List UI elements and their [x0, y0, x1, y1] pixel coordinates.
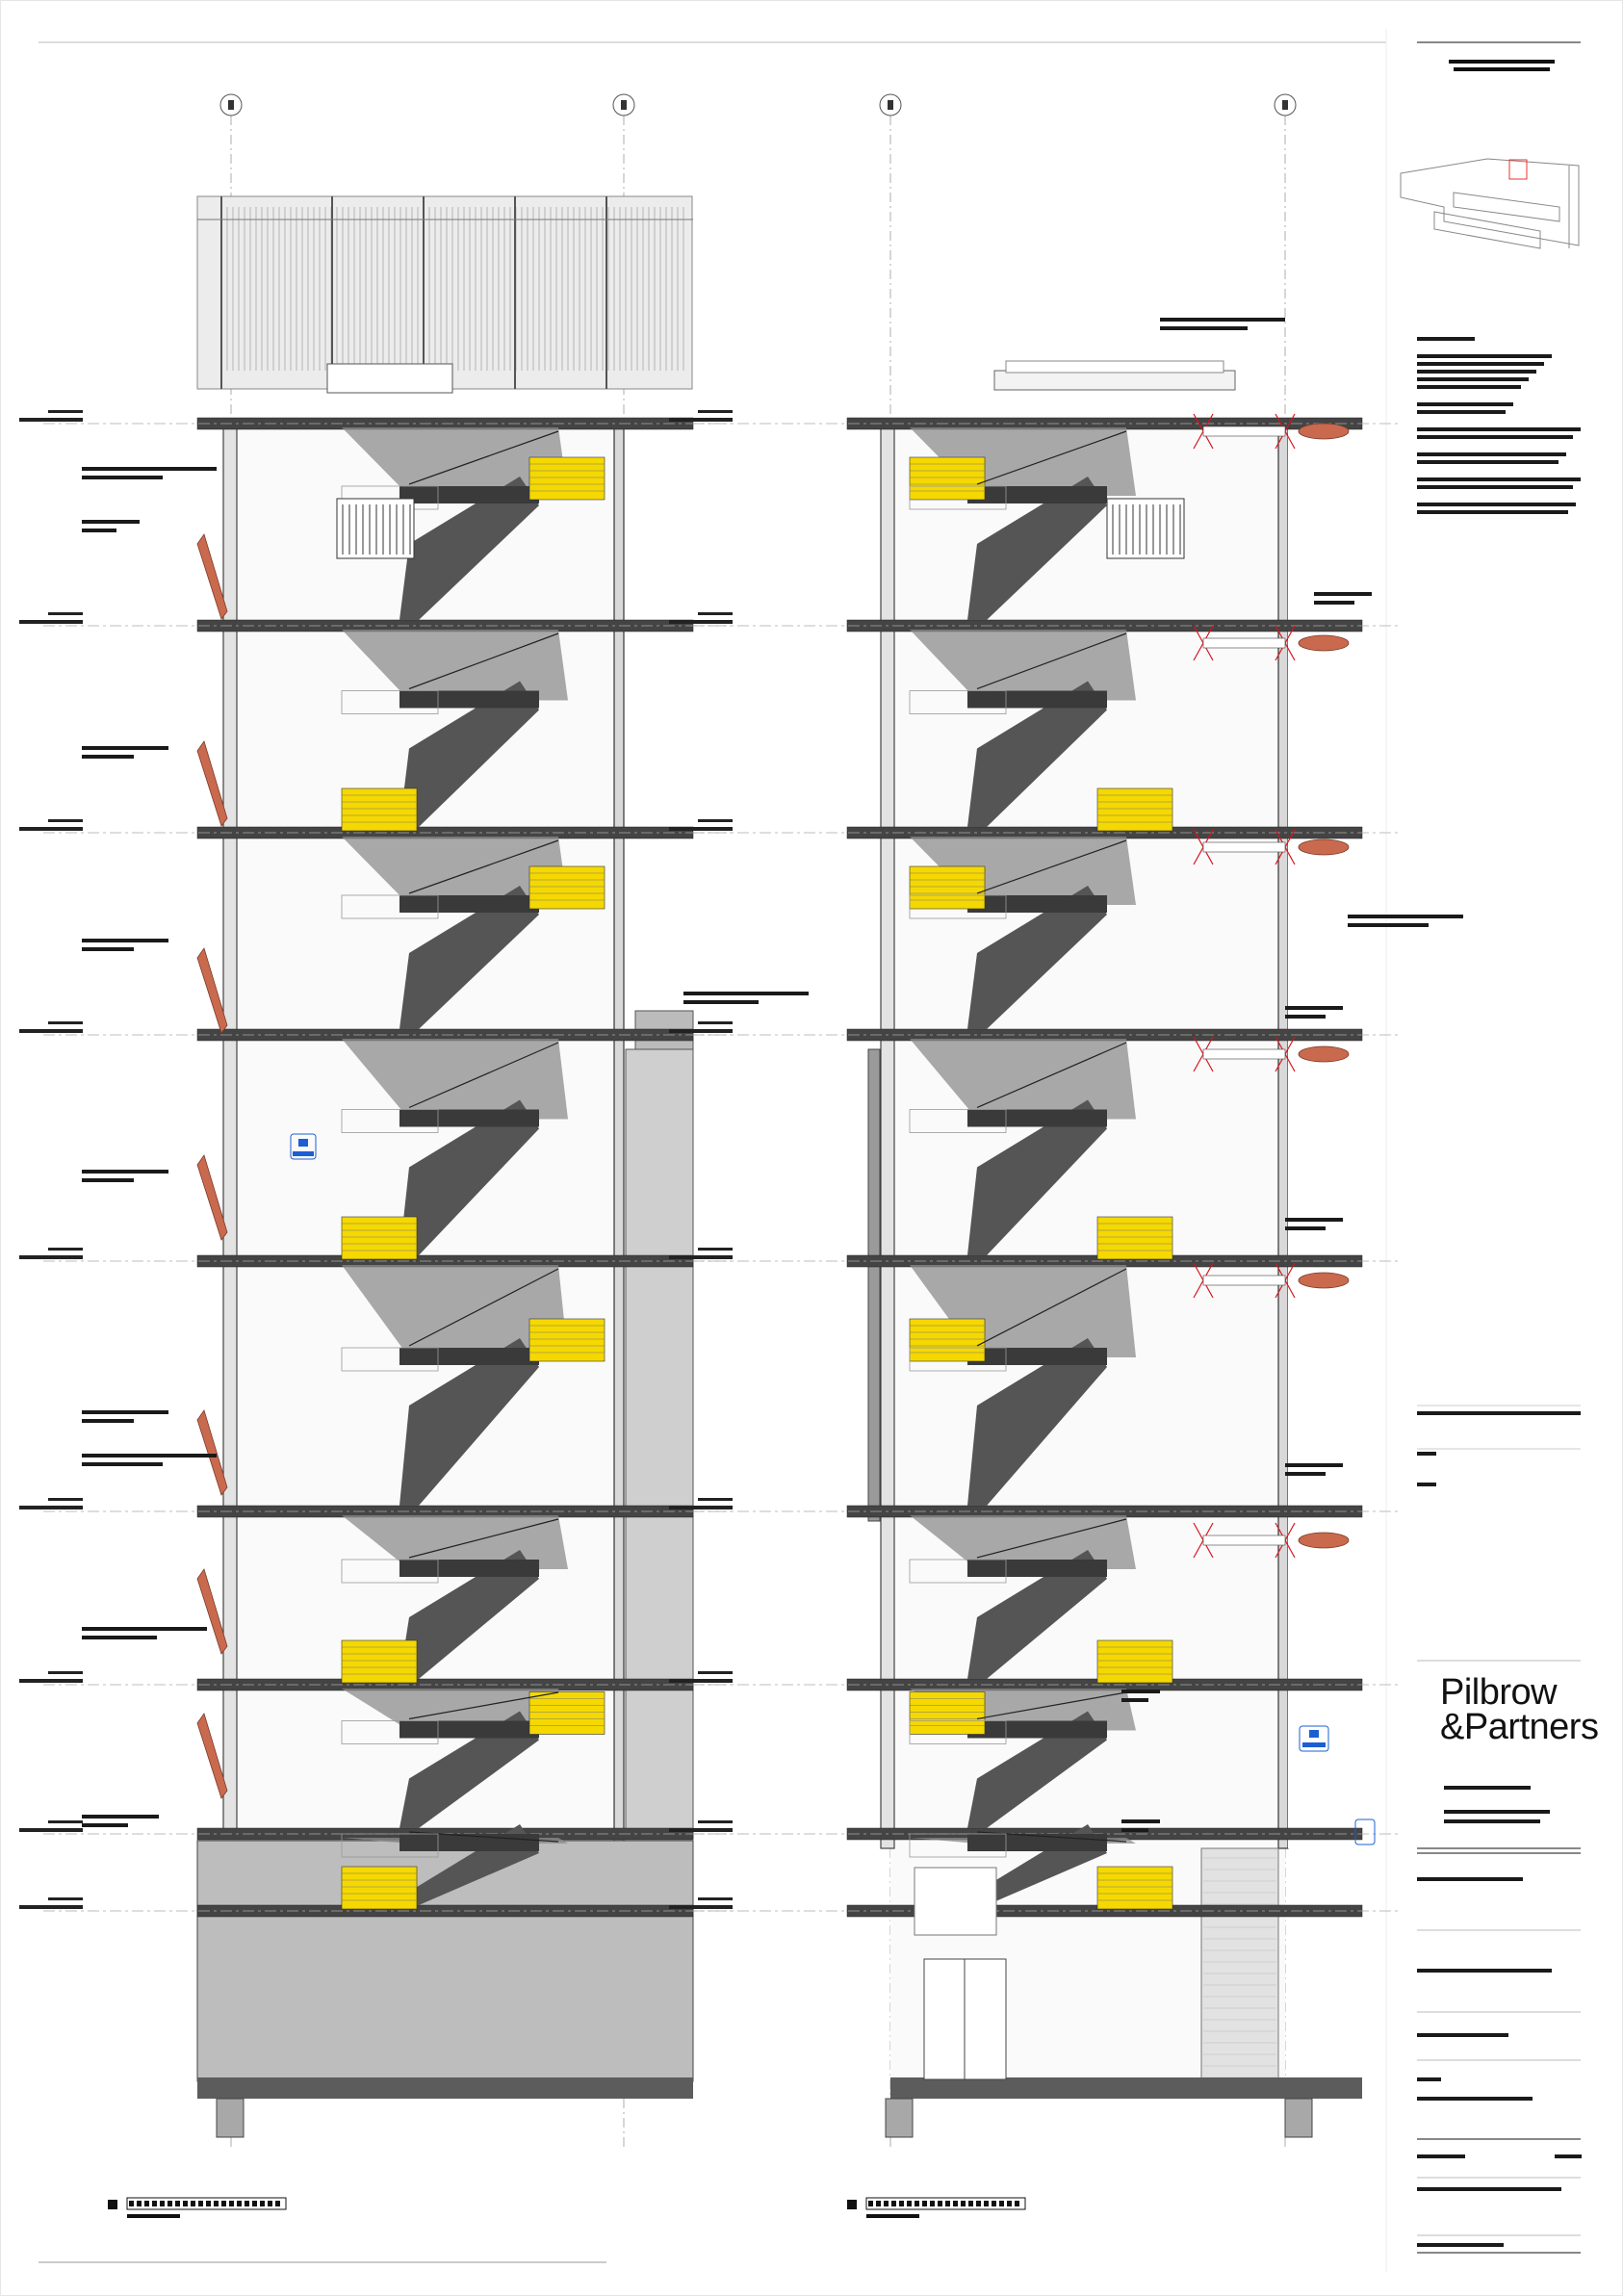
- level-marker-icon: [669, 1671, 733, 1683]
- left-riser: [867, 1048, 881, 1522]
- level-marker-icon: [669, 1498, 733, 1509]
- yellow-tread-block: [528, 456, 605, 501]
- level-marker-icon: [19, 1671, 83, 1683]
- adjacent-shaft: [625, 1048, 694, 1840]
- ground-slab: [197, 2077, 693, 2099]
- level-marker-icon: [669, 1897, 733, 1909]
- level-marker-icon: [19, 410, 83, 422]
- level-marker-icon: [669, 1820, 733, 1832]
- level-marker-icon: [19, 1498, 83, 1509]
- left-facade-column: [222, 423, 238, 1830]
- cladding-fin: [196, 740, 228, 827]
- yellow-tread-block: [1096, 1866, 1173, 1910]
- level-marker-icon: [19, 1820, 83, 1832]
- logo-line-2: &Partners: [1440, 1707, 1599, 1747]
- logo-line-1: Pilbrow: [1440, 1672, 1558, 1713]
- roof-hatch: [326, 363, 453, 394]
- yellow-tread-block: [1096, 1639, 1173, 1684]
- level-marker-icon: [19, 1897, 83, 1909]
- plant-door: [336, 498, 415, 559]
- yellow-tread-block: [528, 1318, 605, 1362]
- title-block: [1400, 41, 1582, 2254]
- cladding-fin: [196, 1409, 228, 1496]
- pilbrow-partners-logo: Pilbrow &Partners: [1440, 1672, 1604, 1747]
- yellow-tread-block: [528, 1691, 605, 1735]
- yellow-tread-block: [909, 1691, 986, 1735]
- level-marker-icon: [19, 819, 83, 831]
- roof-louvre-screen: [196, 195, 693, 390]
- level-marker-icon: [669, 410, 733, 422]
- roof-lantern: [993, 370, 1236, 391]
- left-stair-section: [19, 93, 809, 2218]
- yellow-tread-block: [909, 865, 986, 910]
- level-marker-icon: [669, 819, 733, 831]
- cladding-fin: [196, 1154, 228, 1241]
- level-marker-icon: [19, 1248, 83, 1259]
- level-marker-icon: [669, 1248, 733, 1259]
- right-stair-section: [669, 93, 1463, 2218]
- yellow-tread-block: [1096, 1216, 1173, 1260]
- level-marker-icon: [669, 612, 733, 624]
- cladding-fin: [196, 947, 228, 1034]
- cladding-fin: [196, 533, 228, 620]
- section-callout-icon: [290, 1133, 317, 1160]
- cladding-fin: [196, 1713, 228, 1799]
- yellow-tread-block: [341, 1639, 418, 1684]
- yellow-tread-block: [909, 456, 986, 501]
- level-marker-icon: [669, 1021, 733, 1033]
- masonry-wall: [1200, 1847, 1279, 2080]
- yellow-tread-block: [1096, 787, 1173, 832]
- key-plan-icon: [1400, 158, 1580, 249]
- level-marker-icon: [19, 612, 83, 624]
- yellow-tread-block: [341, 1216, 418, 1260]
- level-marker-icon: [19, 1021, 83, 1033]
- yellow-tread-block: [341, 787, 418, 832]
- yellow-tread-block: [528, 865, 605, 910]
- yellow-tread-block: [909, 1318, 986, 1362]
- yellow-tread-block: [341, 1866, 418, 1910]
- cladding-fin: [196, 1568, 228, 1655]
